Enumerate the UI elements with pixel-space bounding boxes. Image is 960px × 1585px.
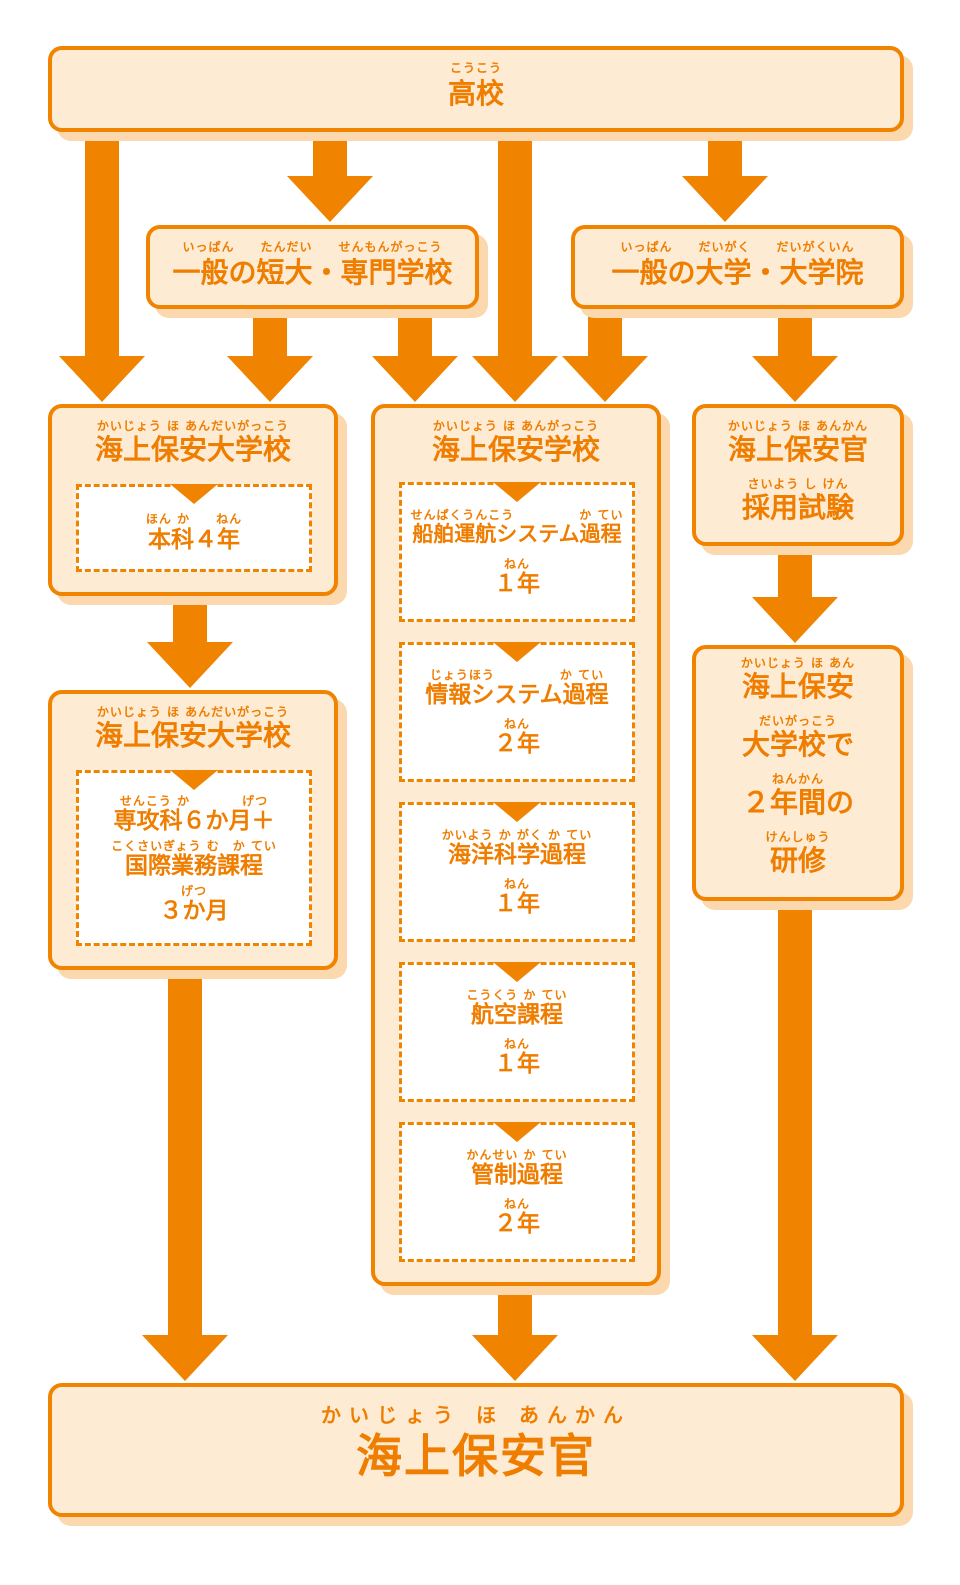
down-triangle [493,962,541,982]
flow-arrow [372,312,458,402]
university-label: 一般の大学・大学院 [611,256,864,289]
high-school-ruby: こうこう [449,61,502,75]
flow-arrow [227,312,313,402]
course-years: １年 [494,891,540,917]
course-ruby: こうくう か てい [466,988,568,1002]
flow-arrow [752,905,838,1381]
course-years-ruby: ねん [503,1197,530,1211]
school-course-box: こうくう か てい 航空課程 ねん １年 [399,962,635,1102]
academy-course-ruby: ほん か ねん [145,512,243,526]
course-years: ２年 [494,731,540,757]
course-name: 情報システム過程 [425,682,609,708]
down-triangle [170,770,218,790]
flow-arrow [752,312,838,402]
course-ruby: かいよう か がく か てい [441,828,593,842]
academy2-ruby2: こくさいぎょう む か てい [111,839,277,853]
university-ruby: いっぱん だいがく だいがくいん [620,240,855,254]
flow-arrow [562,312,648,402]
course-name: 航空課程 [471,1002,563,1028]
academy2-line1: 専攻科６か月＋ [113,808,275,834]
course-ruby: じょうほう か てい [429,668,605,682]
academy2-ruby: かいじょう ほ あんだいがっこう [96,705,290,719]
course-years-ruby: ねん [503,717,530,731]
academy2-line3: ３か月 [159,898,229,924]
flow-arrow [472,136,558,402]
school-ruby: かいじょう ほ あんがっこう [432,419,600,433]
exam-line2: 採用試験 [741,491,854,524]
course-years-ruby: ねん [503,877,530,891]
down-triangle [493,482,541,502]
coast-guard-school-box: かいじょう ほ あんがっこう 海上保安学校 せんぱくうんこう か てい 船舶運航… [371,404,661,1286]
training-ruby1: かいじょう ほ あん [740,656,856,670]
university-box: いっぱん だいがく だいがくいん 一般の大学・大学院 [571,225,904,309]
school-label: 海上保安学校 [431,433,600,466]
course-name: 海洋科学過程 [448,842,586,868]
training-line3: ２年間の [741,786,854,819]
flow-arrow [147,600,233,688]
flow-arrow [682,136,768,222]
academy-course: 本科４年 [148,527,240,553]
training-box: かいじょう ほ あん 海上保安 だいがっこう 大学校で ねんかん ２年間の けん… [692,645,904,901]
academy-label: 海上保安大学校 [94,433,291,466]
course-ruby: せんぱくうんこう か てい [410,508,624,522]
academy-advanced-course-box: せんこう か げつ 専攻科６か月＋ こくさいぎょう む か てい 国際業務課程 … [76,770,312,946]
exam-line1: 海上保安官 [727,433,868,466]
academy2-ruby1: せんこう か げつ [119,794,269,808]
flow-arrow [59,136,145,402]
flow-arrow [752,550,838,643]
academy-box: かいじょう ほ あんだいがっこう 海上保安大学校 ほん か ねん 本科４年 [48,404,338,596]
academy2-ruby3: げつ [180,884,207,898]
training-ruby2: だいがっこう [758,714,837,728]
course-years-ruby: ねん [503,557,530,571]
flow-arrow [287,136,373,222]
training-ruby4: けんしゅう [765,830,831,844]
course-ruby: かんせい か てい [466,1148,568,1162]
school-course-box: じょうほう か てい 情報システム過程 ねん ２年 [399,642,635,782]
officer-label: 海上保安官 [356,1429,596,1483]
coast-guard-officer-box: かいじょう ほ あんかん 海上保安官 [48,1383,904,1517]
training-line1: 海上保安 [741,670,854,703]
academy-ruby: かいじょう ほ あんだいがっこう [96,419,290,433]
academy-advanced-box: かいじょう ほ あんだいがっこう 海上保安大学校 せんこう か げつ 専攻科６か… [48,690,338,970]
course-years: １年 [494,571,540,597]
school-course-box: かんせい か てい 管制過程 ねん ２年 [399,1122,635,1262]
academy2-label: 海上保安大学校 [94,719,291,752]
high-school-label: 高校 [447,77,504,110]
down-triangle [170,484,218,504]
junior-college-ruby: いっぱん たんだい せんもんがっこう [182,240,443,254]
academy-course-box: ほん か ねん 本科４年 [76,484,312,572]
recruitment-exam-box: かいじょう ほ あんかん 海上保安官 さいよう し けん 採用試験 [692,404,904,546]
course-years-ruby: ねん [503,1037,530,1051]
flow-arrow [472,1292,558,1381]
exam-ruby2: さいよう し けん [747,477,849,491]
school-course-box: せんぱくうんこう か てい 船舶運航システム過程 ねん １年 [399,482,635,622]
course-years: １年 [494,1051,540,1077]
exam-ruby1: かいじょう ほ あんかん [727,419,869,433]
junior-college-label: 一般の短大・専門学校 [172,256,453,289]
training-line4: 研修 [769,844,826,877]
officer-ruby: かいじょう ほ あんかん [321,1403,631,1427]
high-school-box: こうこう 高校 [48,46,904,132]
training-line2: 大学校で [741,728,854,761]
flow-arrow [142,975,228,1381]
school-course-box: かいよう か がく か てい 海洋科学過程 ねん １年 [399,802,635,942]
down-triangle [493,802,541,822]
course-name: 船舶運航システム過程 [412,522,622,546]
academy2-line2: 国際業務課程 [125,853,263,879]
training-ruby3: ねんかん [771,772,824,786]
down-triangle [493,1122,541,1142]
down-triangle [493,642,541,662]
junior-college-box: いっぱん たんだい せんもんがっこう 一般の短大・専門学校 [146,225,479,309]
course-years: ２年 [494,1211,540,1237]
course-name: 管制過程 [471,1162,563,1188]
